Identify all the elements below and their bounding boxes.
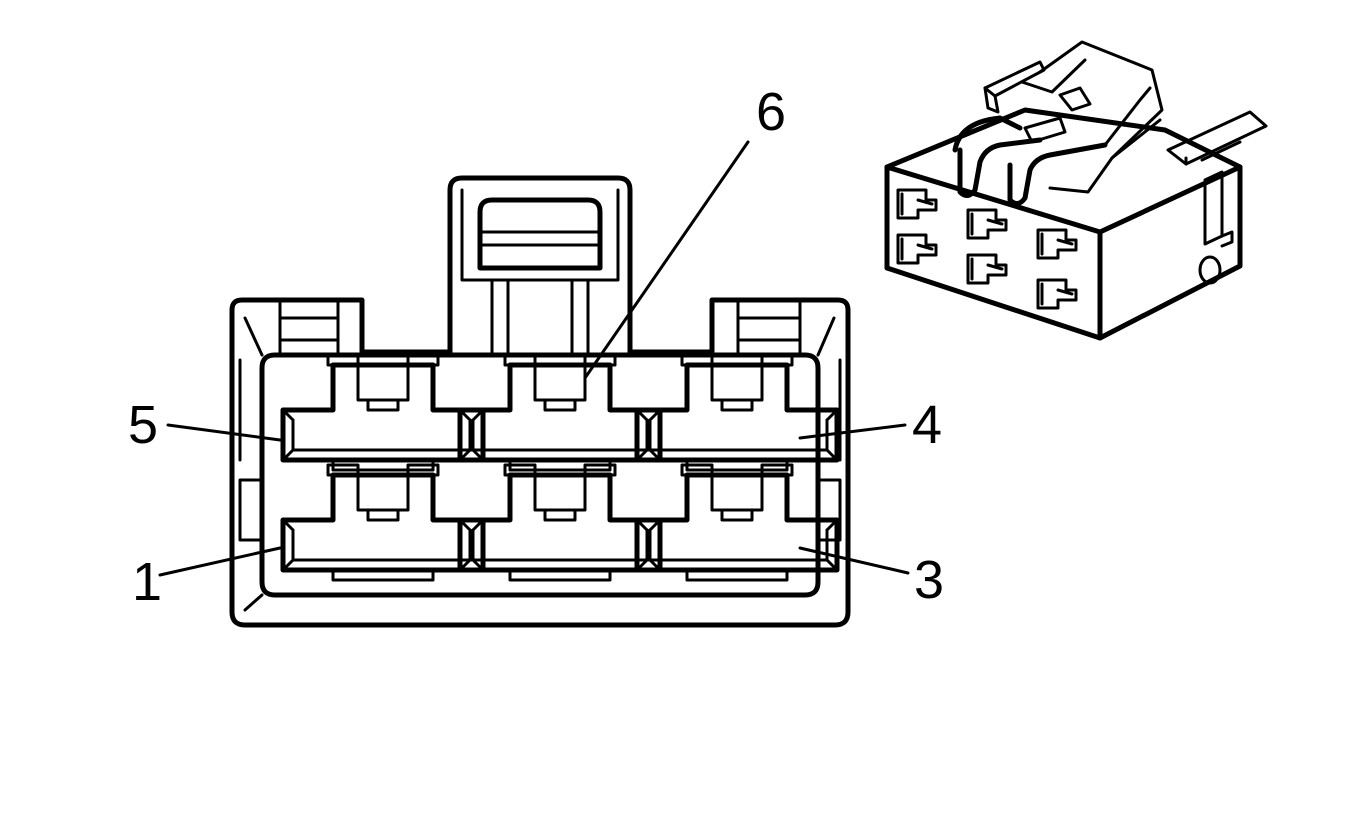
- pin-label-1: 1: [132, 552, 162, 612]
- leader-line-1: [158, 546, 282, 577]
- isometric-cavity-top-left: [896, 188, 938, 220]
- connector-face-view: [229, 175, 851, 628]
- pin-label-6: 6: [756, 82, 786, 142]
- pin-label-4: 4: [912, 395, 942, 455]
- pin-label-3: 3: [914, 550, 944, 610]
- isometric-cavity-top-right: [1036, 228, 1078, 260]
- isometric-cavity-bottom-left: [896, 233, 938, 265]
- isometric-cavity-bottom-right: [1036, 278, 1078, 310]
- pin-cavity-3: [637, 465, 837, 580]
- isometric-cavity-bottom-mid: [966, 253, 1008, 285]
- pin-cavity-6: [460, 355, 660, 470]
- isometric-cavity-top-mid: [966, 208, 1008, 240]
- pin-cavity-5: [283, 355, 483, 470]
- leader-lines: [158, 140, 910, 577]
- leader-line-4: [798, 423, 907, 440]
- pin-cavity-4: [637, 355, 837, 470]
- pin-cavity-1: [283, 465, 483, 580]
- leader-line-5: [166, 423, 282, 442]
- pin-cavity-2: [460, 465, 660, 580]
- leader-line-3: [798, 546, 910, 575]
- pin-label-5: 5: [128, 395, 158, 455]
- connector-isometric-view: [884, 40, 1268, 341]
- pin-labels: 5 6 4 1 3: [128, 82, 944, 612]
- leader-line-6: [583, 140, 750, 380]
